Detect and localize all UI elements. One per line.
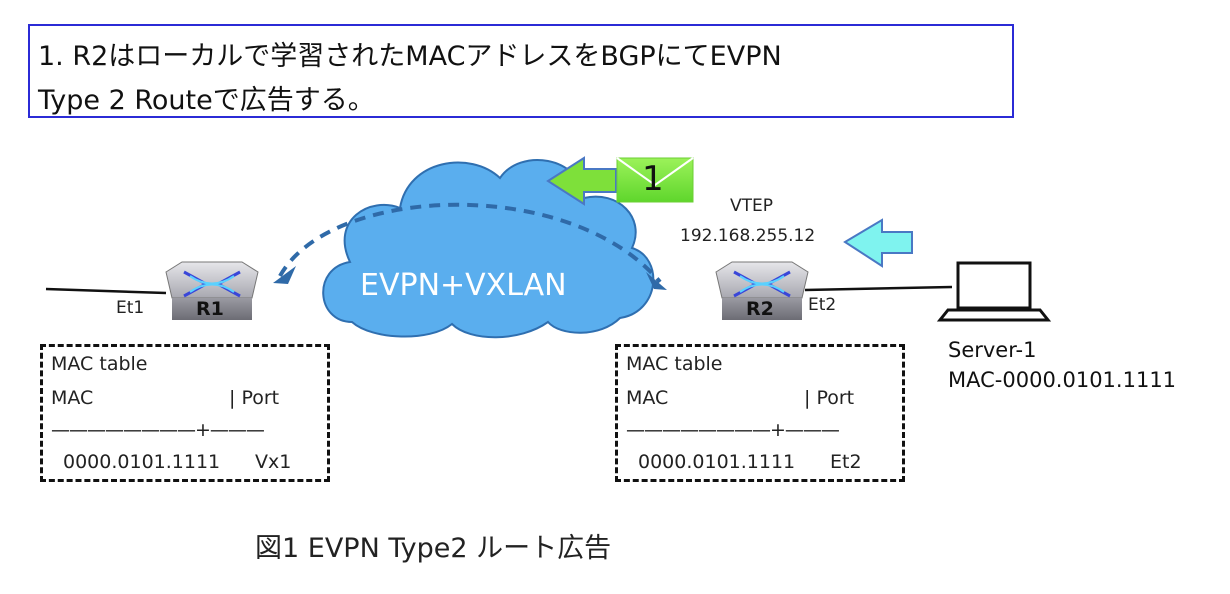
router-r2-label: R2 — [746, 298, 774, 320]
r1-cable — [45, 287, 167, 295]
router-r2-icon — [715, 261, 809, 320]
port-column-header: | Port — [804, 387, 855, 409]
envelope-number: 1 — [642, 159, 664, 199]
mac-table-title: MAC table — [626, 353, 723, 375]
r2-port-label: Et2 — [808, 295, 837, 315]
port-column-header: | Port — [229, 387, 280, 409]
server-mac: MAC-0000.0101.1111 — [948, 368, 1177, 392]
mac-table-title: MAC table — [51, 353, 148, 375]
cloud-label: EVPN+VXLAN — [360, 268, 567, 303]
vtep-title: VTEP — [730, 196, 774, 216]
server-name: Server-1 — [948, 338, 1037, 362]
r2-server-cable — [804, 285, 953, 292]
router-r1-label: R1 — [196, 298, 224, 320]
callout-line-2: Type 2 Routeで広告する。 — [38, 85, 375, 116]
mac-table-r2: MAC table MAC | Port ————————+——— 0000.0… — [615, 344, 905, 482]
mac-column-header: MAC — [626, 387, 669, 409]
laptop-icon — [936, 261, 1052, 322]
mac-column-header: MAC — [51, 387, 94, 409]
figure-caption: 図1 EVPN Type2 ルート広告 — [255, 533, 612, 564]
callout-line-1: 1. R2はローカルで学習されたMACアドレスをBGPにてEVPN — [38, 41, 782, 72]
table-row-mac: 0000.0101.1111 — [638, 451, 796, 473]
route-arc — [278, 202, 662, 284]
table-separator: ————————+——— — [626, 419, 840, 441]
table-row-mac: 0000.0101.1111 — [63, 451, 221, 473]
table-row-port: Vx1 — [255, 451, 292, 473]
cloud-shape — [322, 159, 655, 339]
mac-table-r1: MAC table MAC | Port ————————+——— 0000.0… — [40, 344, 330, 482]
router-r1-icon — [165, 261, 259, 320]
cyan-arrow — [843, 218, 913, 268]
r1-port-label: Et1 — [116, 298, 145, 318]
vtep-ip: 192.168.255.12 — [680, 226, 816, 246]
green-arrow — [546, 156, 617, 206]
table-row-port: Et2 — [830, 451, 862, 473]
envelope-icon — [616, 157, 694, 203]
arc-arrowhead-left — [273, 266, 296, 284]
callout-box: 1. R2はローカルで学習されたMACアドレスをBGPにてEVPN Type 2… — [28, 24, 1014, 118]
arc-arrowhead-right — [646, 272, 667, 290]
table-separator: ————————+——— — [51, 419, 265, 441]
